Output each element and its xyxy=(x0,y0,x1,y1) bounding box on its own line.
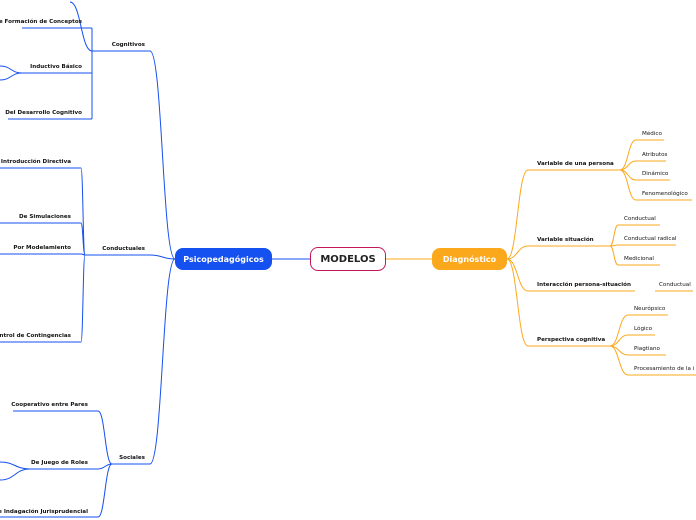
topic-inductivo-basico[interactable]: Inductivo Básico xyxy=(30,64,82,70)
topic-de-juego-de-roles[interactable]: De Juego de Roles xyxy=(31,460,88,466)
connector-item-right-3-0 xyxy=(609,314,629,347)
connector-sub-right-1 xyxy=(506,245,529,260)
subtopic-perspectiva-cognitiva[interactable]: Perspectiva cognitiva xyxy=(537,337,606,343)
topic-cooperativo-entre-pares[interactable]: Cooperativo entre Pares xyxy=(11,402,88,408)
main-topic-label: Diagnóstico xyxy=(442,254,497,264)
subtopic-interaccion-persona-situacion[interactable]: Interacción persona-situación xyxy=(537,282,631,288)
central-topic-modelos[interactable]: MODELOS xyxy=(310,247,386,271)
topic-introduccion-directiva[interactable]: e Introducción Directiva xyxy=(0,159,71,165)
connector-item-right-3-3 xyxy=(609,345,629,376)
topic-logico[interactable]: Lógico xyxy=(634,326,653,332)
connector-sub-left-0 xyxy=(149,50,176,260)
connector-sub-right-0 xyxy=(506,169,529,260)
main-topic-psicopedagogicos[interactable]: Psicopedagógicos xyxy=(175,248,272,270)
connector-item-left-2-0 xyxy=(97,410,113,465)
topic-por-modelamiento[interactable]: Por Modelamiento xyxy=(13,245,71,251)
connector-item-left-1-2 xyxy=(80,253,86,256)
topic-control-de-contingencias[interactable]: ntrol de Contingencias xyxy=(0,333,71,339)
topic-procesamiento[interactable]: Procesamiento de la i xyxy=(634,366,695,372)
connector-item-left-1-3 xyxy=(80,254,86,343)
subtopic-conductuales[interactable]: Conductuales xyxy=(102,246,145,252)
subtopic-variable-situacion[interactable]: Variable situación xyxy=(537,237,594,243)
stub-left-juego-b xyxy=(0,468,31,481)
topic-del-desarrollo-cognitivo[interactable]: Del Desarrollo Cognitivo xyxy=(5,110,82,116)
subtopic-variable-de-una-persona[interactable]: Variable de una persona xyxy=(537,161,614,167)
connector-item-right-0-0 xyxy=(619,139,637,171)
topic-conductual-radical[interactable]: Conductual radical xyxy=(624,236,677,242)
connector-item-left-2-1 xyxy=(97,463,113,470)
connector-item-right-0-3 xyxy=(619,169,637,201)
connector-sub-right-2 xyxy=(506,258,529,292)
topic-dinamico[interactable]: Dinámico xyxy=(642,171,669,177)
subtopic-sociales[interactable]: Sociales xyxy=(119,455,145,461)
topic-neuropsico[interactable]: Neurópsico xyxy=(634,306,666,312)
connector-item-right-1-2 xyxy=(609,245,619,266)
topic-medicional[interactable]: Medicional xyxy=(624,256,654,262)
main-topic-label: Psicopedagógicos xyxy=(183,254,264,264)
topic-piagtiano[interactable]: Piagtiano xyxy=(634,346,660,352)
main-topic-diagnostico[interactable]: Diagnóstico xyxy=(432,248,507,270)
connector-sub-left-2 xyxy=(149,258,176,465)
topic-medico[interactable]: Médico xyxy=(642,131,662,137)
topic-indagacion-jurisprudencial[interactable]: e Indagación Jurisprudencial xyxy=(0,509,88,515)
topic-de-simulaciones[interactable]: De Simulaciones xyxy=(18,214,71,220)
stub-left-inductivo-a xyxy=(0,65,23,74)
stub-left-cognitivos-top xyxy=(69,1,93,52)
connector-item-left-1-1 xyxy=(80,222,86,256)
connector-sub-right-3 xyxy=(506,258,529,347)
topic-conductual[interactable]: Conductual xyxy=(624,216,656,222)
connector-item-left-2-2 xyxy=(97,463,113,518)
connector-sub-left-1 xyxy=(149,254,176,260)
topic-de-formacion-de-conceptos[interactable]: De Formación de Conceptos xyxy=(0,19,82,25)
subtopic-cognitivos[interactable]: Cognitivos xyxy=(111,42,145,48)
stub-left-inductivo-b xyxy=(0,72,23,81)
topic-conductual-interaccion[interactable]: Conductual xyxy=(659,282,691,288)
central-topic-label: MODELOS xyxy=(320,253,376,265)
connector-item-right-3-1 xyxy=(609,334,629,347)
stub-left-juego-a xyxy=(0,461,31,470)
topic-fenomenologico[interactable]: Fenomenológico xyxy=(642,191,688,197)
topic-atributos[interactable]: Atributos xyxy=(642,152,668,158)
connector-item-right-1-0 xyxy=(609,224,619,247)
